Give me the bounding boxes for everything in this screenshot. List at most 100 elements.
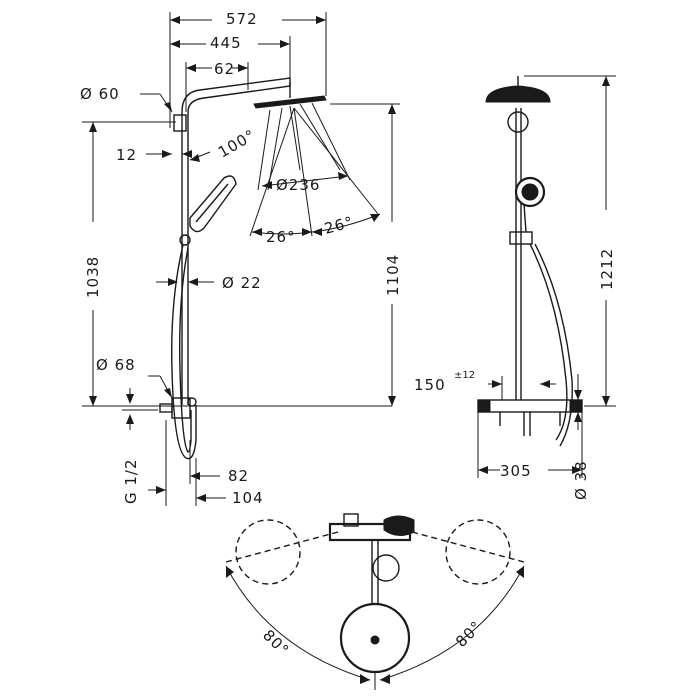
arrow	[252, 228, 262, 236]
arrow	[196, 494, 206, 502]
arrow	[238, 64, 248, 72]
dim-dia38-label: Ø 38	[572, 460, 590, 500]
dim-150-tolerance: ±12	[454, 370, 475, 381]
front-knob-left	[477, 399, 491, 413]
wall-connection	[159, 403, 173, 413]
arrow	[262, 181, 272, 189]
rotation-arc-right	[379, 565, 525, 681]
front-hand-shower-handle	[523, 203, 527, 233]
dim-dia236-label: Ø236	[276, 176, 320, 194]
valve-knob	[187, 397, 197, 407]
rotated-shower-left	[235, 519, 301, 585]
arrow	[226, 566, 234, 578]
front-hose	[529, 243, 568, 441]
front-knob-right	[569, 399, 583, 413]
arrow	[602, 396, 610, 406]
spray-line-6	[249, 107, 295, 237]
shower-arm	[181, 77, 291, 113]
dim-82-label: 82	[228, 467, 249, 485]
top-view	[225, 513, 525, 690]
dim-1212-label: 1212	[598, 248, 616, 290]
arrow	[540, 380, 550, 388]
arrow	[126, 414, 134, 424]
spray-line-5	[311, 102, 351, 181]
top-shower-center	[370, 635, 380, 645]
hand-shower	[189, 175, 237, 233]
arrow	[302, 228, 312, 236]
dim-150-label: 150	[414, 376, 446, 394]
spray-line-1	[257, 109, 271, 191]
arrow	[156, 486, 166, 494]
arrow	[170, 40, 180, 48]
front-shower-head	[485, 85, 551, 103]
dim-1038-label: 1038	[84, 256, 102, 298]
dim-dia60-label: Ø 60	[80, 85, 120, 103]
rot-80a-label: 80°	[259, 626, 293, 660]
arrow	[162, 150, 172, 158]
arrow	[312, 228, 322, 236]
arrow	[478, 466, 488, 474]
hand-shower-line	[195, 183, 229, 223]
rotation-arc-left	[225, 565, 371, 681]
arrow	[164, 388, 172, 398]
top-hose-loop	[372, 554, 400, 582]
top-spout	[383, 515, 415, 536]
dim-12-label: 12	[116, 146, 137, 164]
dim-26b-label: 26°	[322, 213, 355, 238]
dim-572-label: 572	[226, 10, 258, 28]
arrow	[338, 172, 348, 180]
side-view	[82, 12, 400, 506]
arrow	[170, 16, 180, 24]
dim-62-label: 62	[214, 60, 235, 78]
spray-line-3	[289, 105, 301, 171]
wall-bracket-top	[173, 114, 187, 132]
front-view	[477, 75, 616, 478]
dim-g12-label: G 1/2	[122, 458, 140, 504]
arrow	[280, 40, 290, 48]
arrow	[360, 674, 370, 684]
top-knob-left	[343, 513, 359, 527]
arrow	[168, 278, 178, 286]
dim-line-236	[261, 175, 349, 187]
rotation-axis-left	[225, 531, 339, 563]
arrow	[89, 396, 97, 406]
arrow	[188, 278, 198, 286]
dim-445-label: 445	[210, 34, 242, 52]
arrow	[316, 16, 326, 24]
front-slider	[509, 231, 533, 245]
spray-line-7	[293, 107, 313, 237]
arrow	[190, 472, 200, 480]
arrow	[388, 396, 396, 406]
hose-outer	[171, 244, 197, 460]
arrow	[572, 466, 582, 474]
spray-line-4	[299, 103, 341, 171]
dim-dia68-label: Ø 68	[96, 356, 136, 374]
arrow	[516, 566, 524, 578]
overhead-shower-head	[253, 95, 327, 109]
arrow	[190, 154, 200, 162]
arrow	[186, 64, 196, 72]
arrow	[126, 394, 134, 404]
arrow	[370, 214, 380, 222]
arrow	[574, 390, 582, 400]
dim-26a-label: 26°	[266, 228, 296, 246]
arrow	[492, 380, 502, 388]
rot-80b-label: 80°	[452, 617, 486, 651]
front-hose-2	[534, 243, 573, 447]
arrow	[164, 102, 172, 112]
spray-line-8	[293, 107, 379, 215]
arrow	[602, 76, 610, 86]
dim-1104-label: 1104	[384, 254, 402, 296]
dim-104-label: 104	[232, 489, 264, 507]
rotated-shower-right	[445, 519, 511, 585]
front-hand-shower-inner	[521, 183, 539, 201]
arrow	[89, 122, 97, 132]
rotation-axis-right	[411, 531, 525, 563]
slider	[179, 234, 191, 246]
front-arm-loop	[507, 111, 529, 133]
dim-305-label: 305	[500, 462, 532, 480]
dim-100deg-label: 100°	[215, 126, 259, 162]
arrow	[574, 412, 582, 422]
